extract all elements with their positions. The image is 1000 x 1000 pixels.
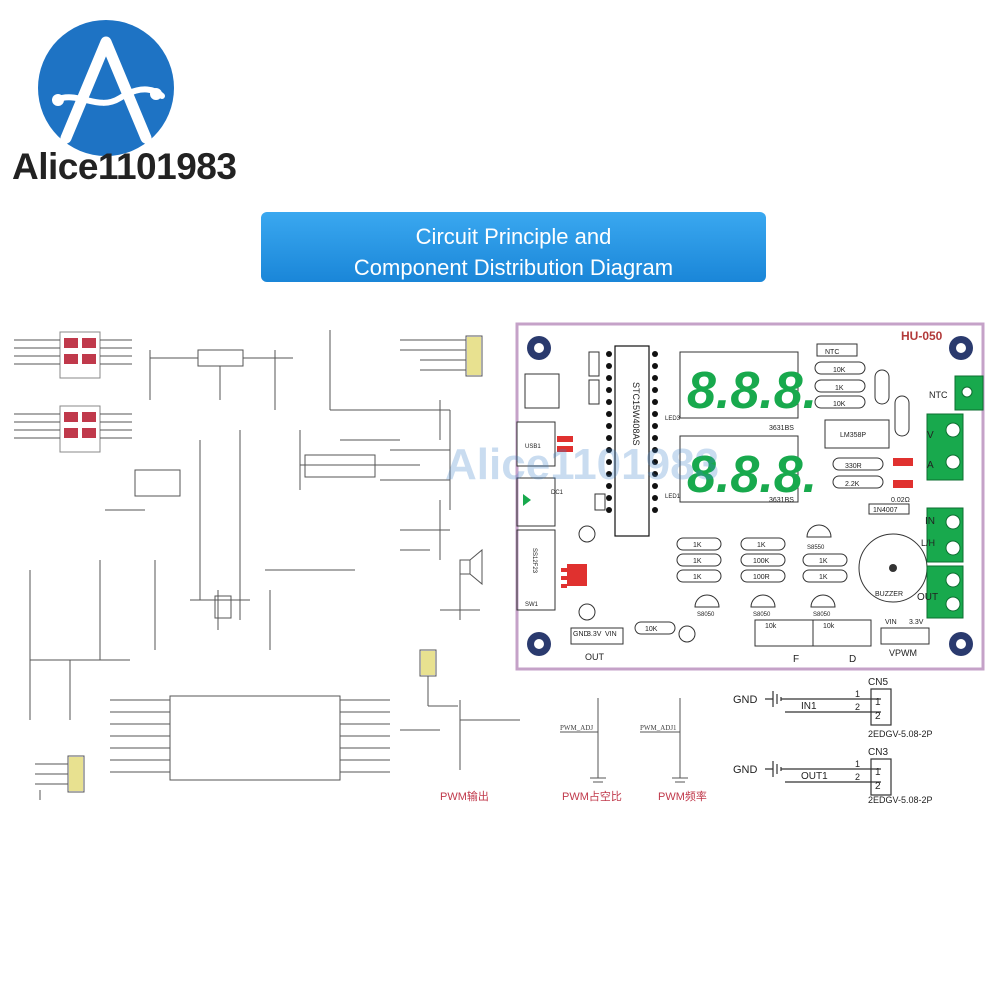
transistor-q1: S8050 [753,612,771,618]
cn3-net: OUT1 [801,771,828,782]
cn5-pin-2-body: 2 [875,711,881,722]
cn5-pin-1: 1 [855,689,860,699]
circuit-schematic [14,330,520,800]
switch-part-label: SS12F23 [531,548,537,574]
hdr-3v3-2: 3.3V [909,619,924,626]
title-line-2: Component Distribution Diagram [353,255,674,280]
terminal-in: IN [925,516,935,527]
hdr-f: F [793,654,799,665]
title-line-1: Circuit Principle and [415,224,612,249]
led1-label: LED1 [665,494,681,500]
cn5-part: 2EDGV-5.08-2P [868,729,933,739]
res-100r: 100R [753,574,770,581]
pot-d-label: 10k [823,623,835,630]
cn3-part: 2EDGV-5.08-2P [868,795,933,805]
terminal-v: V [927,430,934,441]
res-1k-f: 1K [819,558,828,565]
board-name: HU-050 [901,329,943,343]
brand-logo [38,20,174,156]
pot-f-label: 10k [765,623,777,630]
sw-label: SW1 [525,602,539,608]
res-100k: 100K [753,558,770,565]
brand-name: Alice1101983 [12,146,237,187]
terminal-a: A [927,460,934,471]
pwm-output-label: PWM输出 [440,789,489,803]
comparator-label: LM358P [840,432,866,439]
diode-label: 1N4007 [873,507,898,514]
transistor-q3: S8550 [807,545,825,551]
usb-label: USB1 [525,444,541,450]
res-2-2k: 2.2K [845,481,860,488]
display-bottom: 8.8.8. 3631BS [679,435,817,504]
pwm-adj1-net: PWM_ADJ1 [640,724,677,732]
display-top-label: 3631BS [769,425,794,432]
ntc-label: NTC [825,349,839,356]
mcu-label: STC15W408AS [631,382,641,446]
hdr-d: D [849,654,856,665]
hdr-vin-2: VIN [885,619,897,626]
pwm-schematic: PWM输出 PWM占空比 PWM频率 PWM_ADJ PWM_ADJ1 [440,698,707,803]
mounting-holes [527,336,973,656]
buzzer-label: BUZZER [875,591,903,598]
svg-text:8.8.8.: 8.8.8. [687,446,817,504]
cn3-gnd: GND [733,764,758,776]
hdr-gnd: GND [573,631,589,638]
cn3-pin-2: 2 [855,772,860,782]
led3-label: LED3 [665,416,681,422]
res-10k-a: 10K [833,367,846,374]
res-shunt: 0.02Ω [891,497,910,504]
cn5-name: CN5 [868,677,888,688]
connector-schematics: CN5 GND IN1 1 2 1 2 2EDGV-5.08-2P CN3 GN… [733,677,933,805]
watermark: Alice1101983 [445,440,720,489]
cn5-pin-2: 2 [855,702,860,712]
cn5-pin-1-body: 1 [875,697,881,708]
res-1k-c: 1K [693,558,702,565]
res-10k-b: 10K [833,401,846,408]
transistor-q2: S8050 [697,612,715,618]
pwm-duty-label: PWM占空比 [562,789,622,803]
hdr-vpwm: VPWM [889,648,917,658]
cn3-pin-2-body: 2 [875,781,881,792]
res-1k-a: 1K [835,385,844,392]
cn3-pin-1: 1 [855,759,860,769]
pwm-freq-label: PWM频率 [658,789,707,803]
logo-a-icon [52,36,165,144]
res-1k-b: 1K [693,542,702,549]
display-bottom-label: 3631BS [769,497,794,504]
svg-text:8.8.8.: 8.8.8. [687,362,817,420]
hdr-vin: VIN [605,631,617,638]
res-1k-d: 1K [693,574,702,581]
res-330r: 330R [845,463,862,470]
pcb-layout: HU-050 STC15W408AS 8.8.8. 3631BS 8.8.8. … [515,322,985,671]
transistor-q4: S8050 [813,612,831,618]
ntc-terminal: NTC [929,390,948,400]
hdr-out: OUT [585,652,605,662]
pwm-adj-net: PWM_ADJ [560,724,593,732]
res-10k-c: 10K [645,626,658,633]
cn5-net: IN1 [801,701,817,712]
cn3-name: CN3 [868,747,888,758]
mcu-chip [614,345,650,537]
res-1k-g: 1K [819,574,828,581]
res-1k-e: 1K [757,542,766,549]
title-banner: Circuit Principle and Component Distribu… [261,212,766,282]
terminal-lh: L/H [921,538,935,548]
dc-label: DC1 [551,490,564,496]
cn3-pin-1-body: 1 [875,767,881,778]
display-top: 8.8.8. 3631BS [679,351,817,432]
terminal-out: OUT [917,592,938,603]
cn5-gnd: GND [733,694,758,706]
hdr-3v3: 3.3V [587,631,602,638]
